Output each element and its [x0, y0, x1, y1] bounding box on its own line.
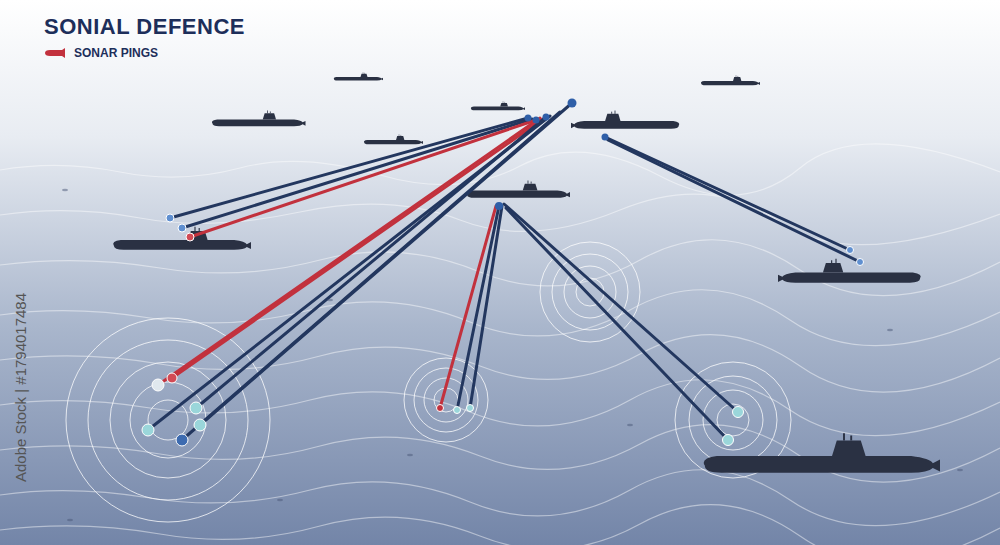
legend-text: SONAR PINGS [74, 46, 158, 60]
watermark: Adobe Stock | #1794017484 [12, 293, 29, 482]
legend-item: SONAR PINGS [44, 46, 158, 60]
torpedo-swatch [44, 48, 66, 58]
legend: SONAR PINGS [44, 46, 158, 60]
diagram-title: SONIAL DEFENCE [44, 14, 245, 40]
